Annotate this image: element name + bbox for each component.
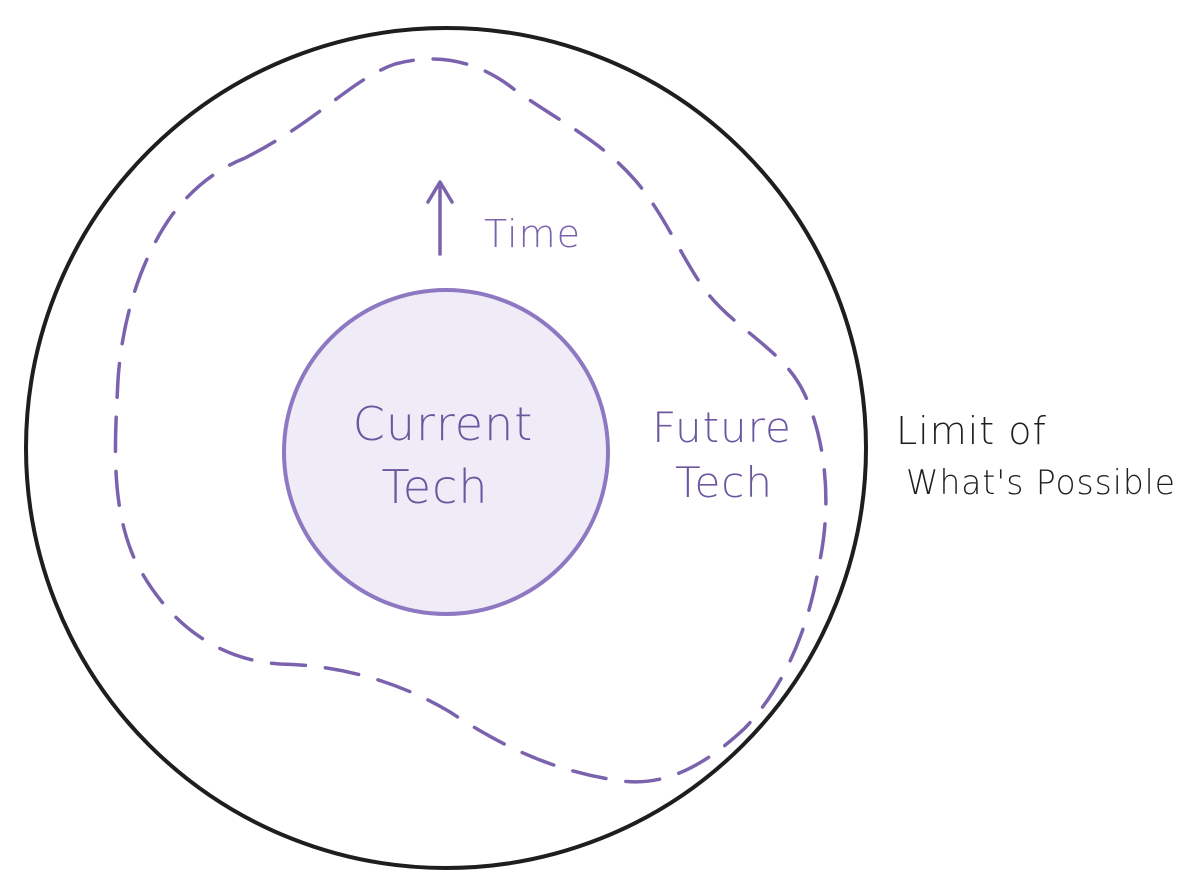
current-tech-circle (282, 288, 610, 616)
limit-label-line-2: What's Possible (906, 463, 1176, 503)
time-arrow (426, 180, 454, 256)
limit-label-line-1: Limit of (896, 409, 1047, 453)
future-tech-label-line-2: Tech (675, 458, 773, 507)
future-tech-boundary (113, 57, 828, 784)
limit-circle (24, 26, 868, 870)
current-tech-label-line-1: Current (353, 397, 534, 451)
current-tech-label-line-2: Tech (381, 460, 488, 514)
time-label: Time (484, 212, 581, 256)
future-tech-label-line-1: Future (652, 403, 792, 452)
